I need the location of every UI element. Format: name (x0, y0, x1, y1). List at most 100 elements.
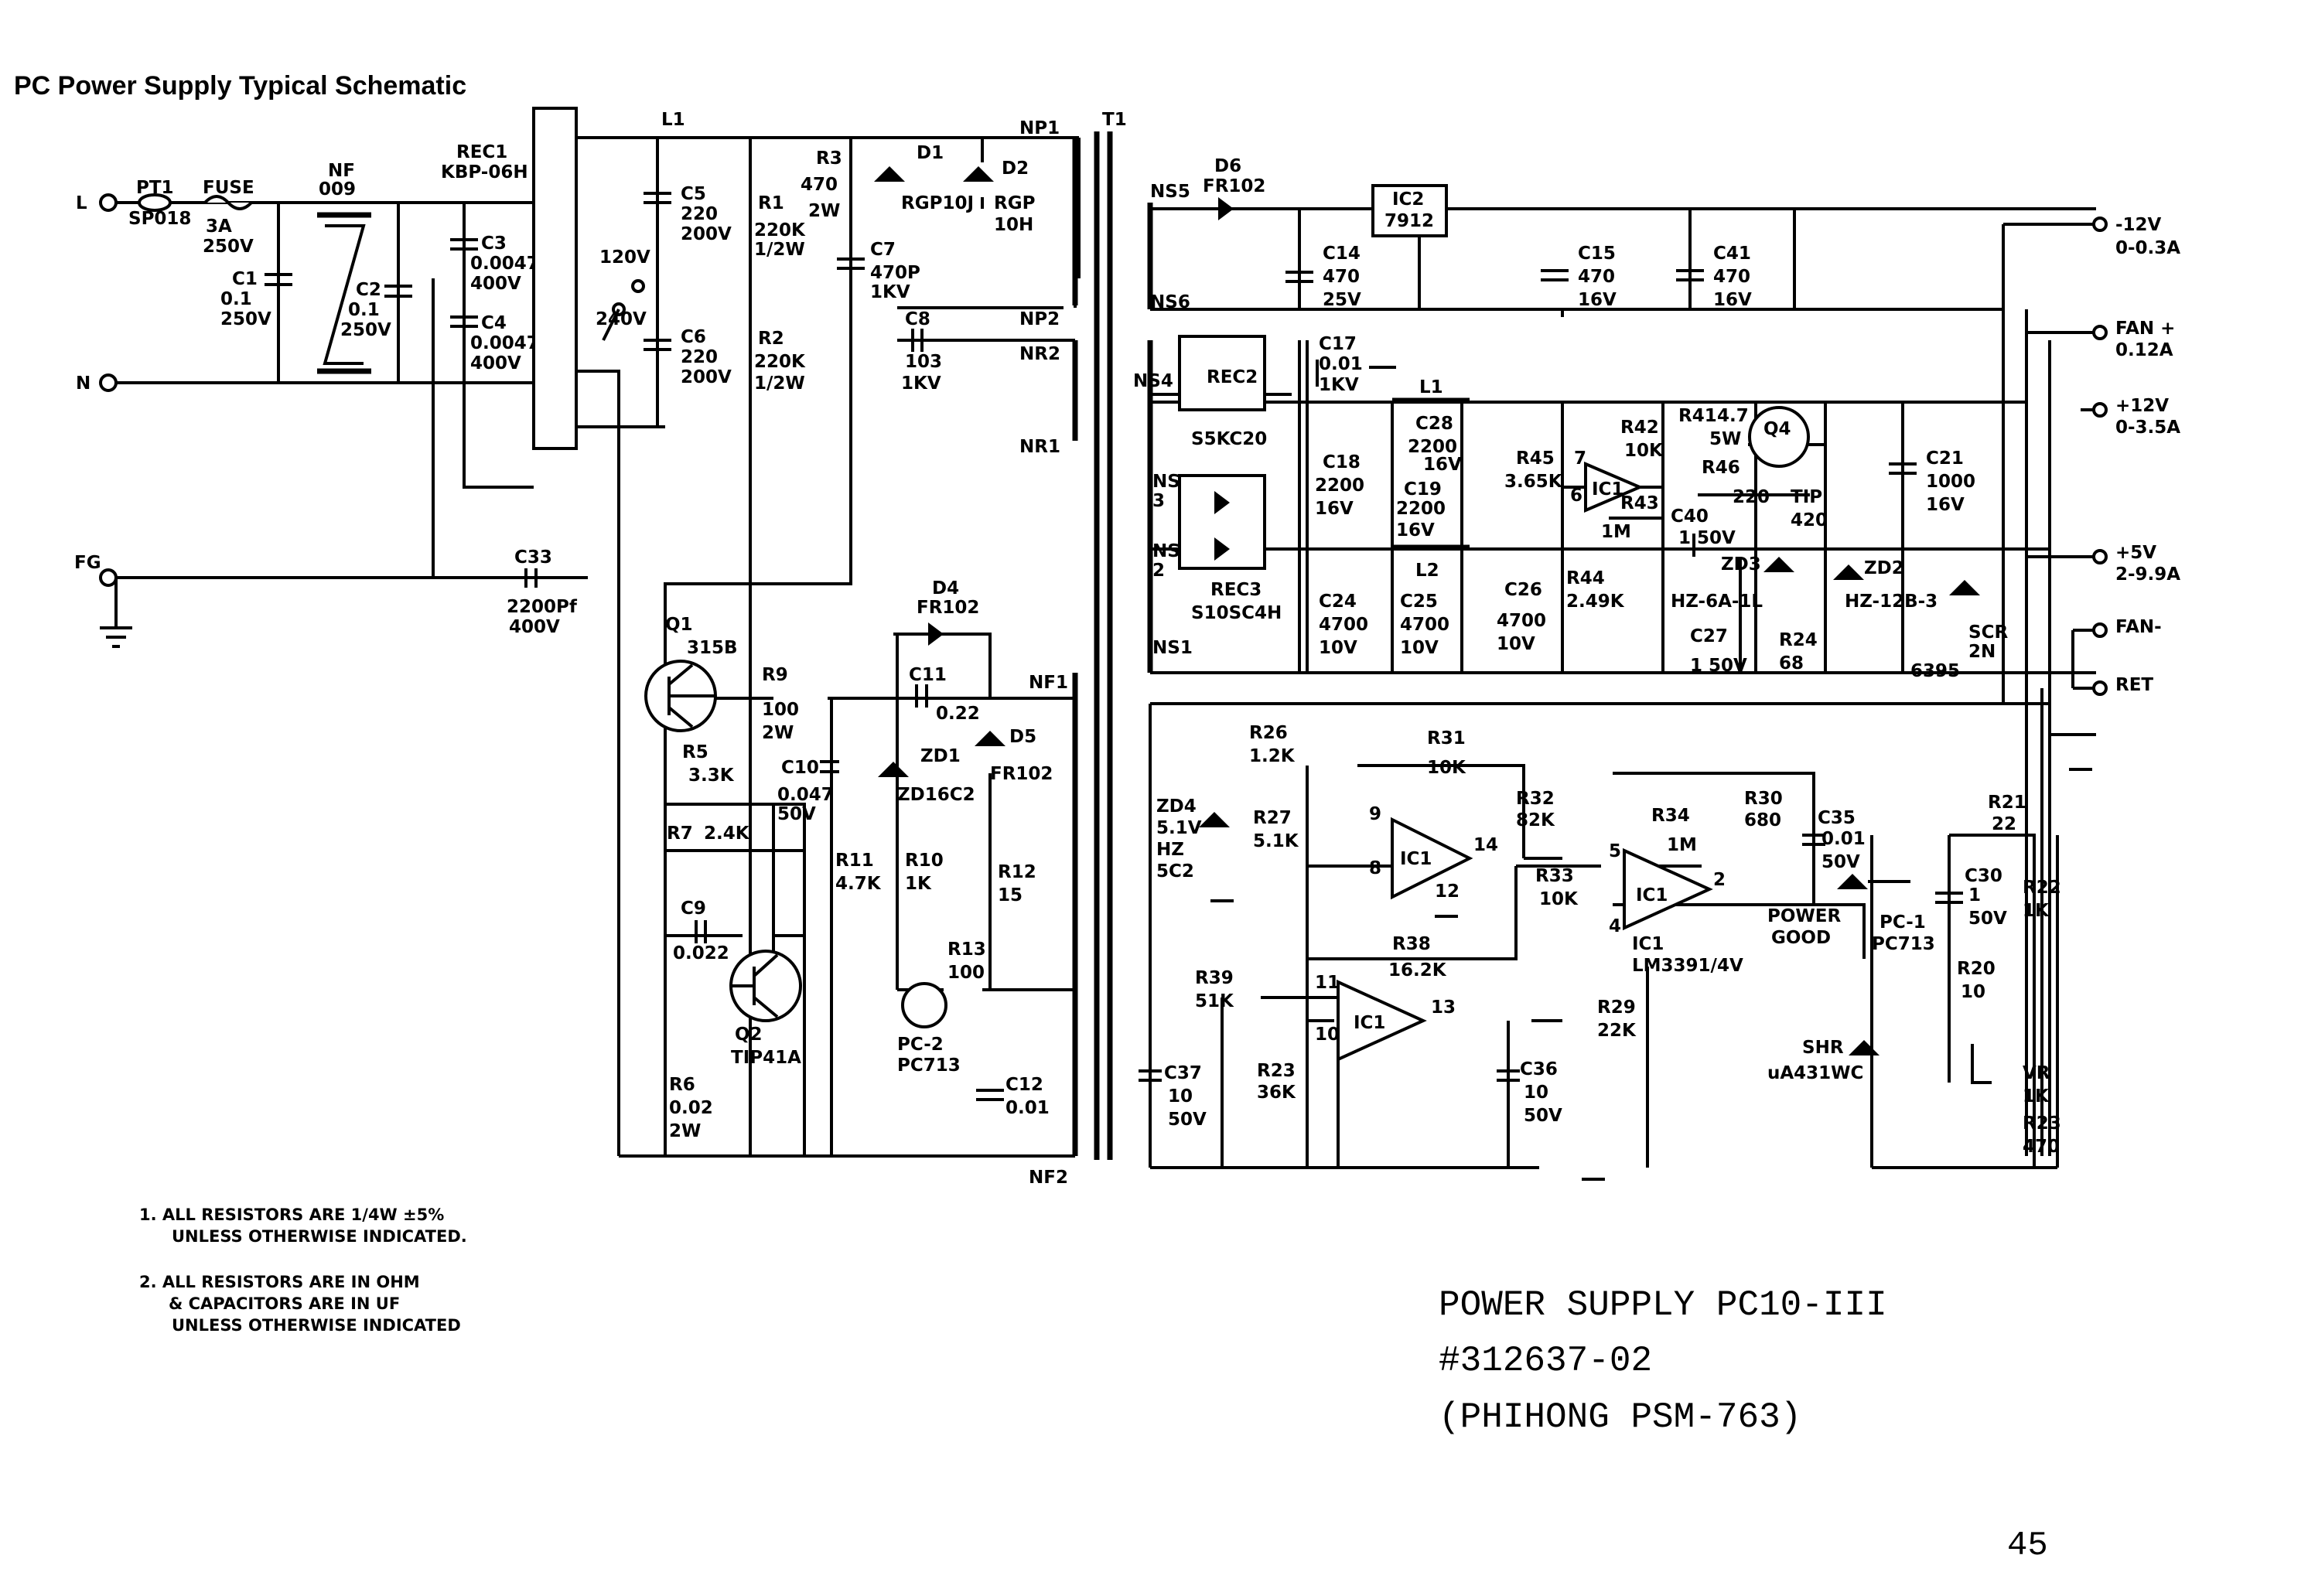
q4-part: TIP (1791, 487, 1822, 507)
c27-ref: C27 (1690, 626, 1728, 646)
c21-voltage: 16V (1926, 495, 1965, 515)
pc1-led-symbol (1837, 874, 1868, 889)
c4-voltage: 400V (470, 353, 521, 373)
opamp-ic1-b (1391, 817, 1473, 900)
scr-part: 2N (1968, 642, 1996, 662)
c7-value: 470P (870, 263, 920, 283)
opamp-ic1-a (1584, 461, 1644, 513)
d5-ref: D5 (1009, 727, 1036, 747)
c35-voltage: 50V (1821, 852, 1860, 872)
r1-power: 1/2W (754, 240, 805, 260)
nr1-label: NR1 (1019, 437, 1060, 457)
c11-value: 0.22 (936, 704, 980, 724)
c37-voltage: 50V (1168, 1110, 1207, 1130)
l2-ref: L2 (1415, 561, 1439, 581)
r27-ref: R27 (1253, 808, 1292, 828)
page-number: 45 (2007, 1526, 2048, 1565)
c5-voltage: 200V (681, 224, 732, 244)
r44-ref: R44 (1566, 568, 1605, 588)
nf2-label: NF2 (1029, 1168, 1068, 1188)
fuse-symbol (203, 195, 253, 210)
r30-value: 680 (1744, 810, 1781, 830)
l1-primary-ref: L1 (661, 110, 685, 130)
c25-ref: C25 (1400, 592, 1438, 612)
shunt-regulator-symbol (1849, 1040, 1880, 1055)
r23-ref: R23 (1257, 1061, 1296, 1081)
q2-part: TIP41A (731, 1048, 801, 1068)
c2-ref: C2 (356, 280, 381, 300)
np2-label: NP2 (1019, 309, 1060, 329)
transistor-q4-symbol (1748, 406, 1810, 468)
q4-ref: Q4 (1763, 419, 1791, 439)
d1-part: RGP10J (901, 193, 974, 213)
ns3-number: 3 (1152, 491, 1165, 511)
c27-value: 1 50V (1690, 656, 1747, 676)
r41-value: 4.7 (1717, 406, 1749, 426)
zd3-ref: ZD3 (1721, 554, 1761, 575)
c11-ref: C11 (909, 665, 947, 685)
c25-value: 4700 (1400, 615, 1449, 635)
r20-ref: R20 (1957, 959, 1996, 979)
r5-ref: R5 (682, 742, 708, 762)
capacitor-c2-symbol (384, 203, 412, 383)
nf1-label: NF1 (1029, 673, 1068, 693)
d6-ref: D6 (1214, 156, 1241, 176)
c17-value: 0.01 (1319, 354, 1363, 374)
c5-ref: C5 (681, 184, 706, 204)
c17-ref: C17 (1319, 334, 1357, 354)
note-2-line-3: UNLESS OTHERWISE INDICATED (172, 1316, 461, 1335)
r32-value: 82K (1516, 810, 1555, 830)
r3-power: 2W (808, 201, 840, 221)
c7-ref: C7 (870, 240, 896, 260)
d1-ref: D1 (917, 143, 944, 163)
r32-ref: R32 (1516, 789, 1555, 809)
zd3-part: HZ-6A-1L (1671, 592, 1763, 612)
zd4-part: 5C2 (1156, 861, 1194, 882)
ground-symbols (1210, 366, 2092, 1181)
r42-ref: R42 (1620, 418, 1659, 438)
d2-ref: D2 (1002, 159, 1029, 179)
r1-value: 220K (754, 220, 806, 240)
c41-ref: C41 (1713, 244, 1751, 264)
r39-ref: R39 (1195, 968, 1234, 988)
c14-voltage: 25V (1323, 290, 1361, 310)
ic1b-pin14: 14 (1473, 835, 1498, 855)
terminal-fg-label: FG (74, 553, 101, 573)
capacitor-c21-symbol (1889, 462, 1917, 475)
c15-voltage: 16V (1578, 290, 1617, 310)
d4-ref: D4 (932, 578, 959, 598)
power-good-label: POWER (1767, 906, 1841, 926)
nf-part: 009 (319, 179, 356, 200)
ic1c-pin4: 4 (1609, 916, 1621, 936)
r9-value: 100 (762, 700, 799, 720)
power-good-label-2: GOOD (1771, 928, 1831, 948)
pc2-ref: PC-2 (897, 1035, 944, 1055)
r6-ref: R6 (669, 1075, 695, 1095)
r29-value: 22K (1597, 1021, 1637, 1041)
r23b-ref: R23 (2023, 1113, 2061, 1134)
r10-value: 1K (905, 874, 932, 894)
r2-value: 220K (754, 352, 806, 372)
r13-ref: R13 (947, 940, 986, 960)
r23-value: 36K (1257, 1083, 1296, 1103)
r2-ref: R2 (758, 329, 784, 349)
voltage-switch-contact-2 (631, 279, 645, 293)
c37-ref: C37 (1164, 1063, 1202, 1083)
c24-value: 4700 (1319, 615, 1368, 635)
ic2-part: 7912 (1384, 211, 1434, 231)
terminal-fg (99, 568, 118, 587)
nr2-label: NR2 (1019, 344, 1060, 364)
capacitor-c17-symbol (1306, 360, 1319, 387)
output-neg12v-rating: 0-0.3A (2115, 238, 2180, 258)
r13-value: 100 (947, 963, 985, 983)
c19-value: 2200 (1396, 499, 1446, 519)
ns3-label: NS (1152, 472, 1180, 492)
c41-voltage: 16V (1713, 290, 1752, 310)
zener-zd3-symbol (1763, 557, 1794, 572)
note-2-line-1: 2. ALL RESISTORS ARE IN OHM (139, 1273, 420, 1291)
c28-voltage: 16V (1423, 455, 1462, 475)
c6-voltage: 200V (681, 367, 732, 387)
regulator-ic2 (1371, 184, 1448, 237)
c9-value: 0.022 (673, 943, 729, 963)
c7-voltage: 1KV (870, 282, 910, 302)
